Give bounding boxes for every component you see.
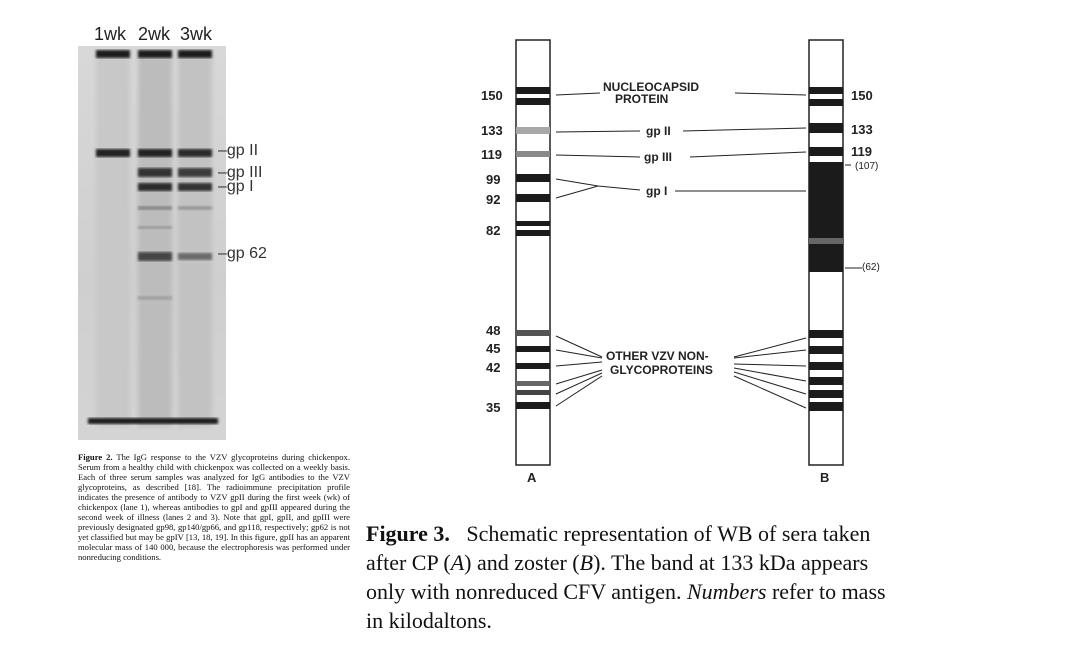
figure-2-caption-text: The IgG response to the VZV glycoprotein… — [78, 452, 350, 562]
lane-label-1wk: 1wk — [94, 24, 127, 44]
label-other-1: OTHER VZV NON- — [606, 349, 709, 363]
gel-image — [78, 46, 226, 440]
mass-b-107: (107) — [855, 161, 878, 172]
mass-a-82: 82 — [486, 223, 500, 238]
mass-b-119: 119 — [851, 144, 872, 159]
mass-a-35: 35 — [486, 400, 500, 415]
label-nucleocapsid-2: PROTEIN — [615, 92, 668, 106]
strip-a — [515, 39, 551, 466]
mass-b-133: 133 — [851, 122, 873, 137]
figure-3-caption-line-2: after CP (A) and zoster (B). The band at… — [366, 550, 869, 575]
label-gp-i: gp I — [646, 184, 667, 198]
mass-a-42: 42 — [486, 360, 500, 375]
mass-a-45: 45 — [486, 341, 500, 356]
label-gp-iii: gp III — [644, 150, 672, 164]
figure-3-caption-title: Figure 3. — [366, 521, 450, 546]
band-label-gp-i: –gp I — [218, 178, 254, 195]
figure-2-caption-title: Figure 2. — [78, 452, 113, 462]
band-label-gp-iii: –gp III — [218, 164, 263, 181]
band-label-gp-ii: –gp II — [218, 142, 259, 159]
label-other-2: GLYCOPROTEINS — [610, 363, 713, 377]
figure-2-caption: Figure 2. The IgG response to the VZV gl… — [78, 452, 350, 562]
figure-3-caption-line-4: in kilodaltons. — [366, 608, 492, 633]
lane-label-2wk: 2wk — [138, 24, 171, 44]
mass-b-150: 150 — [851, 88, 873, 103]
lane-label-3wk: 3wk — [180, 24, 213, 44]
strip-b — [808, 39, 844, 466]
strip-a-label: A — [527, 470, 537, 485]
label-nucleocapsid-1: NUCLEOCAPSID — [603, 80, 699, 94]
strip-b-label: B — [820, 470, 829, 485]
band-label-gp-62: –gp 62 — [218, 245, 267, 262]
mass-a-92: 92 — [486, 192, 500, 207]
mass-a-133: 133 — [481, 123, 503, 138]
figure-3-caption-line-1: Figure 3. Schematic representation of WB… — [366, 521, 871, 546]
mass-a-99: 99 — [486, 172, 500, 187]
strip-b-bands — [809, 87, 843, 411]
mass-a-48: 48 — [486, 323, 500, 338]
label-gp-ii: gp II — [646, 124, 671, 138]
leader-lines — [555, 92, 807, 409]
strip-a-bands — [516, 87, 550, 409]
mass-a-150: 150 — [481, 88, 503, 103]
mass-b-62: (62) — [862, 262, 880, 273]
mass-a-119: 119 — [481, 147, 502, 162]
gel-bands — [88, 50, 218, 426]
figure-3-caption-line-3: only with nonreduced CFV antigen. Number… — [366, 579, 886, 604]
figure-3-caption: Figure 3. Schematic representation of WB… — [366, 519, 1066, 635]
